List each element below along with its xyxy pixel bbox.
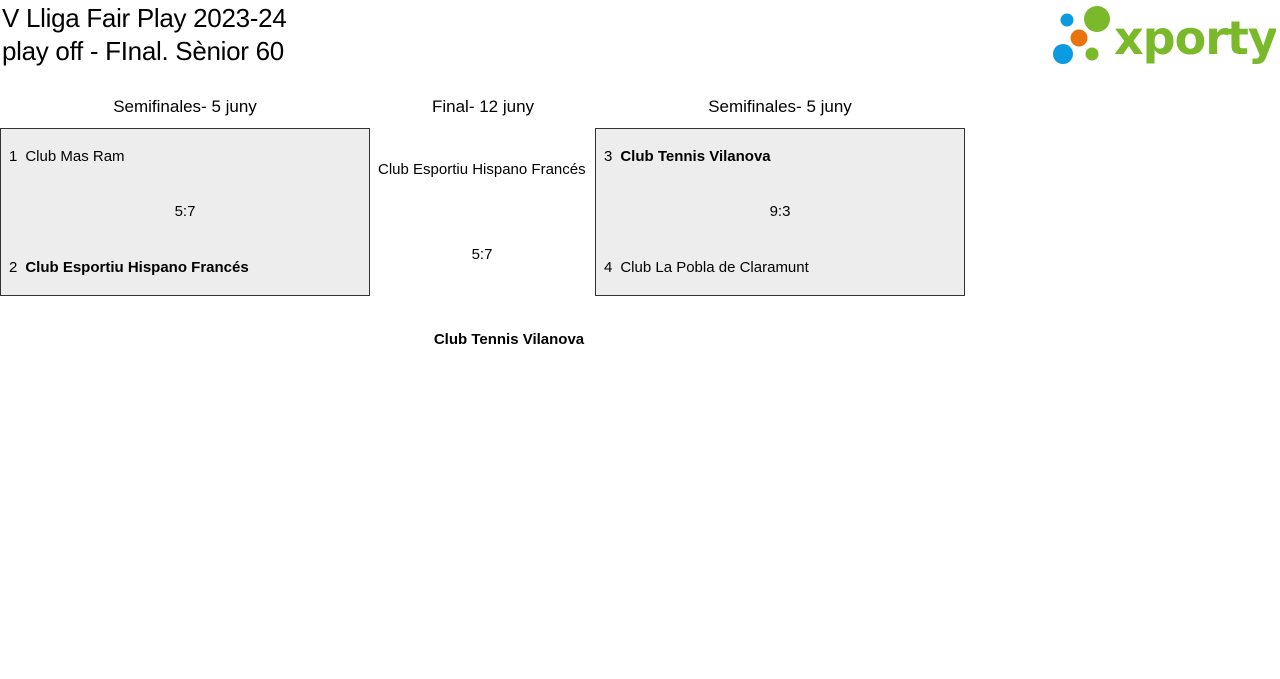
xporty-logo: xporty bbox=[1053, 6, 1276, 65]
right-semifinal-match: 3 Club Tennis Vilanova 9:3 4 Club La Pobla… bbox=[595, 128, 965, 296]
final-heading: Final- 12 juny bbox=[431, 97, 535, 116]
team-seed: 3 bbox=[604, 148, 613, 165]
match-team-row-winner: 2 Club Esportiu Hispano Francés bbox=[9, 259, 249, 276]
logo-dot-green bbox=[1084, 6, 1110, 32]
team-seed: 2 bbox=[9, 259, 18, 276]
match-team-row: 1 Club Mas Ram bbox=[9, 148, 125, 165]
logo-dot-orange bbox=[1070, 29, 1088, 47]
logo-dot-green-small bbox=[1085, 47, 1099, 61]
match-team-row: 4 Club La Pobla de Claramunt bbox=[604, 259, 809, 276]
right-semifinal-heading: Semifinales- 5 juny bbox=[708, 97, 852, 116]
final-winner: Club Tennis Vilanova bbox=[433, 331, 585, 348]
match-score: 9:3 bbox=[769, 203, 791, 220]
team-name: Club Mas Ram bbox=[25, 148, 125, 165]
team-name: Club Esportiu Hispano Francés bbox=[25, 259, 249, 276]
team-seed: 4 bbox=[604, 259, 613, 276]
page-title: V Lliga Fair Play 2023-24 play off - FIn… bbox=[2, 2, 287, 68]
title-line-2: play off - FInal. Sènior 60 bbox=[2, 36, 284, 66]
team-name: Club Tennis Vilanova bbox=[620, 148, 771, 165]
final-score: 5:7 bbox=[471, 246, 493, 263]
team-seed: 1 bbox=[9, 148, 18, 165]
final-team-1: Club Esportiu Hispano Francés bbox=[378, 161, 586, 178]
match-team-row-winner: 3 Club Tennis Vilanova bbox=[604, 148, 771, 165]
left-semifinal-match: 1 Club Mas Ram 5:7 2 Club Esportiu Hispano… bbox=[0, 128, 370, 296]
logo-dot-blue-large bbox=[1053, 44, 1073, 64]
left-semifinal-heading: Semifinales- 5 juny bbox=[113, 97, 257, 116]
logo-dot-blue-small bbox=[1060, 13, 1074, 27]
team-name: Club La Pobla de Claramunt bbox=[620, 259, 809, 276]
match-score: 5:7 bbox=[174, 203, 196, 220]
title-line-1: V Lliga Fair Play 2023-24 bbox=[2, 3, 287, 33]
logo-wordmark: xporty bbox=[1114, 11, 1276, 65]
